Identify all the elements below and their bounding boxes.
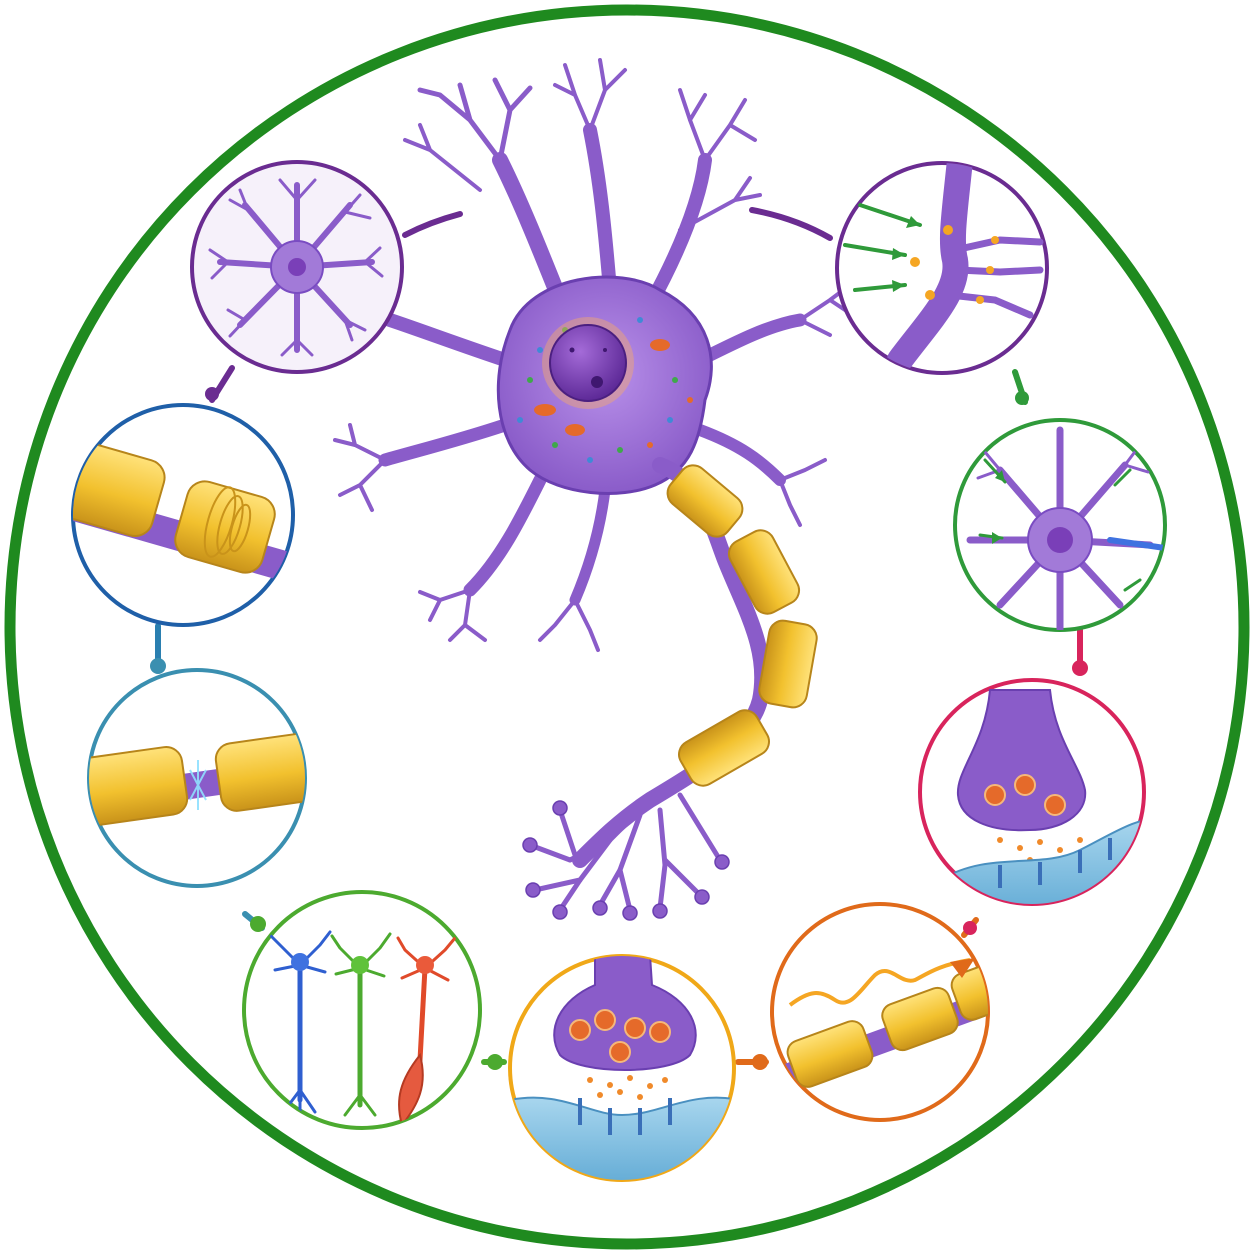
synapse-release-panel	[508, 954, 736, 1182]
myelin-segments	[666, 464, 818, 787]
dendritic-input-panel	[835, 161, 1049, 375]
connector-neuron-to-input-panel	[749, 207, 833, 241]
axon-terminals	[527, 792, 723, 913]
connector-dots	[150, 387, 1088, 1070]
neuron-types-panel	[242, 890, 482, 1130]
terminal-boutons	[522, 800, 730, 921]
connector-neuron-to-cell-panel	[402, 211, 463, 238]
neuron-icon	[208, 178, 384, 357]
organelles	[517, 317, 693, 463]
synaptic-cleft-panel	[918, 678, 1146, 906]
neuron-cell-panel	[190, 160, 404, 374]
central-neuron	[328, 58, 852, 921]
node-of-ranvier-panel	[87, 668, 307, 888]
myelin-icon	[73, 440, 293, 590]
nucleolus	[591, 376, 603, 388]
signal-integration-panel	[953, 418, 1167, 632]
integration-icon	[966, 426, 1165, 630]
outer-ring	[4, 4, 1250, 1250]
neuron-types-icon	[268, 930, 457, 1128]
action-potential-panel	[770, 902, 990, 1122]
nucleus	[549, 324, 627, 402]
myelin-sheath-panel	[71, 403, 295, 627]
ranvier-node-icon	[89, 732, 305, 826]
dendritic-input-icon	[843, 163, 1044, 373]
action-potential-icon	[772, 958, 988, 1091]
dendrites	[328, 58, 852, 652]
